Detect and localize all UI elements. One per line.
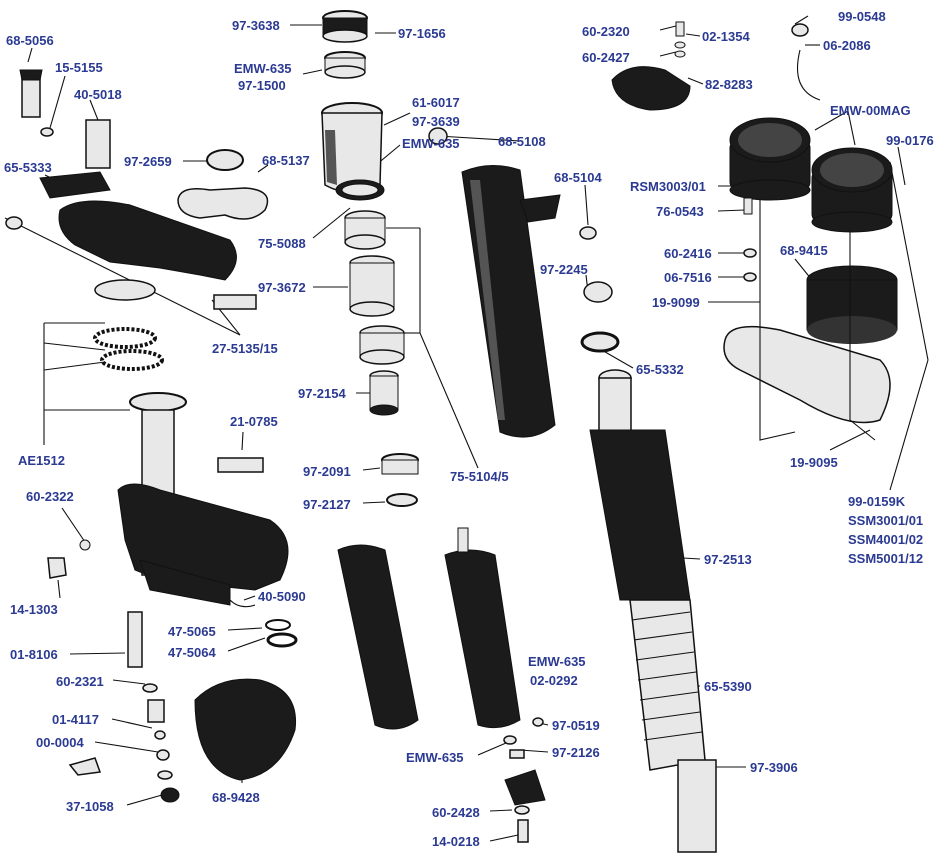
label-emw-635-bottom: EMW-635 [406, 750, 464, 765]
label-60-2428: 60-2428 [432, 805, 480, 820]
label-14-1303: 14-1303 [10, 602, 58, 617]
label-65-5390: 65-5390 [704, 679, 752, 694]
label-emw-635-middle: EMW-635 [402, 136, 460, 151]
fork-springs [580, 281, 717, 853]
label-97-1656: 97-1656 [398, 26, 446, 41]
label-47-5064: 47-5064 [168, 645, 216, 660]
label-27-5135-15: 27-5135/15 [212, 341, 278, 356]
label-68-5108: 68-5108 [498, 134, 546, 149]
steering-head-upper-parts [322, 10, 368, 79]
label-97-3639: 97-3639 [412, 114, 460, 129]
label-75-5104-5: 75-5104/5 [450, 469, 509, 484]
upper-shroud-tubes [321, 102, 419, 507]
label-68-5104: 68-5104 [554, 170, 602, 185]
label-68-5056: 68-5056 [6, 33, 54, 48]
label-65-5333: 65-5333 [4, 160, 52, 175]
label-97-3638: 97-3638 [232, 18, 280, 33]
upper-plate-parts [177, 21, 691, 220]
label-ssm5001-12: SSM5001/12 [848, 551, 924, 566]
label-97-2513: 97-2513 [704, 552, 752, 567]
label-47-5065: 47-5065 [168, 624, 216, 639]
label-61-6017: 61-6017 [412, 95, 460, 110]
label-97-2127: 97-2127 [303, 497, 351, 512]
label-99-0176: 99-0176 [886, 133, 934, 148]
label-76-0543: 76-0543 [656, 204, 704, 219]
label-97-2091: 97-2091 [303, 464, 351, 479]
label-97-1500: 97-1500 [238, 78, 286, 93]
label-01-4117: 01-4117 [52, 712, 99, 727]
label-97-2245: 97-2245 [540, 262, 588, 277]
label-01-8106: 01-8106 [10, 647, 58, 662]
label-60-2320: 60-2320 [582, 24, 630, 39]
label-60-2322: 60-2322 [26, 489, 74, 504]
label-97-2154: 97-2154 [298, 386, 346, 401]
label-68-5137: 68-5137 [262, 153, 310, 168]
label-97-3906: 97-3906 [750, 760, 798, 775]
label-rsm3003-01: RSM3003/01 [630, 179, 706, 194]
label-97-3672: 97-3672 [258, 280, 306, 295]
label-ssm3001-01: SSM3001/01 [848, 513, 924, 528]
label-emw-635-lower-right: EMW-635 [528, 654, 586, 669]
label-65-5332: 65-5332 [636, 362, 684, 377]
label-14-0218: 14-0218 [432, 834, 480, 849]
label-82-8283: 82-8283 [705, 77, 753, 92]
label-00-0004: 00-0004 [36, 735, 84, 750]
label-75-5088: 75-5088 [258, 236, 306, 251]
speedometer-gauges [723, 23, 898, 441]
label-emw-635-top: EMW-635 [234, 61, 292, 76]
label-19-9099: 19-9099 [652, 295, 700, 310]
label-68-9415: 68-9415 [780, 243, 828, 258]
label-06-2086: 06-2086 [823, 38, 871, 53]
fork-sliders [337, 527, 546, 843]
label-21-0785: 21-0785 [230, 414, 278, 429]
label-68-9428: 68-9428 [212, 790, 260, 805]
ball-bearings [93, 327, 164, 371]
label-60-2321: 60-2321 [56, 674, 104, 689]
label-37-1058: 37-1058 [66, 799, 114, 814]
label-15-5155: 15-5155 [55, 60, 103, 75]
label-97-0519: 97-0519 [552, 718, 600, 733]
label-40-5090: 40-5090 [258, 589, 306, 604]
top-yoke [5, 69, 257, 310]
label-60-2416: 60-2416 [664, 246, 712, 261]
label-97-2126: 97-2126 [552, 745, 600, 760]
small-hardware-left [47, 539, 298, 803]
label-99-0159k: 99-0159K [848, 494, 906, 509]
label-emw-00mag: EMW-00MAG [830, 103, 911, 118]
label-99-0548: 99-0548 [838, 9, 886, 24]
label-ssm4001-02: SSM4001/02 [848, 532, 924, 547]
label-60-2427: 60-2427 [582, 50, 630, 65]
label-97-2659: 97-2659 [124, 154, 172, 169]
fork-shroud [428, 127, 597, 438]
lower-yoke [117, 392, 289, 606]
label-40-5018: 40-5018 [74, 87, 122, 102]
label-19-9095: 19-9095 [790, 455, 838, 470]
label-02-1354: 02-1354 [702, 29, 750, 44]
label-02-0292: 02-0292 [530, 673, 578, 688]
label-ae1512: AE1512 [18, 453, 65, 468]
label-06-7516: 06-7516 [664, 270, 712, 285]
